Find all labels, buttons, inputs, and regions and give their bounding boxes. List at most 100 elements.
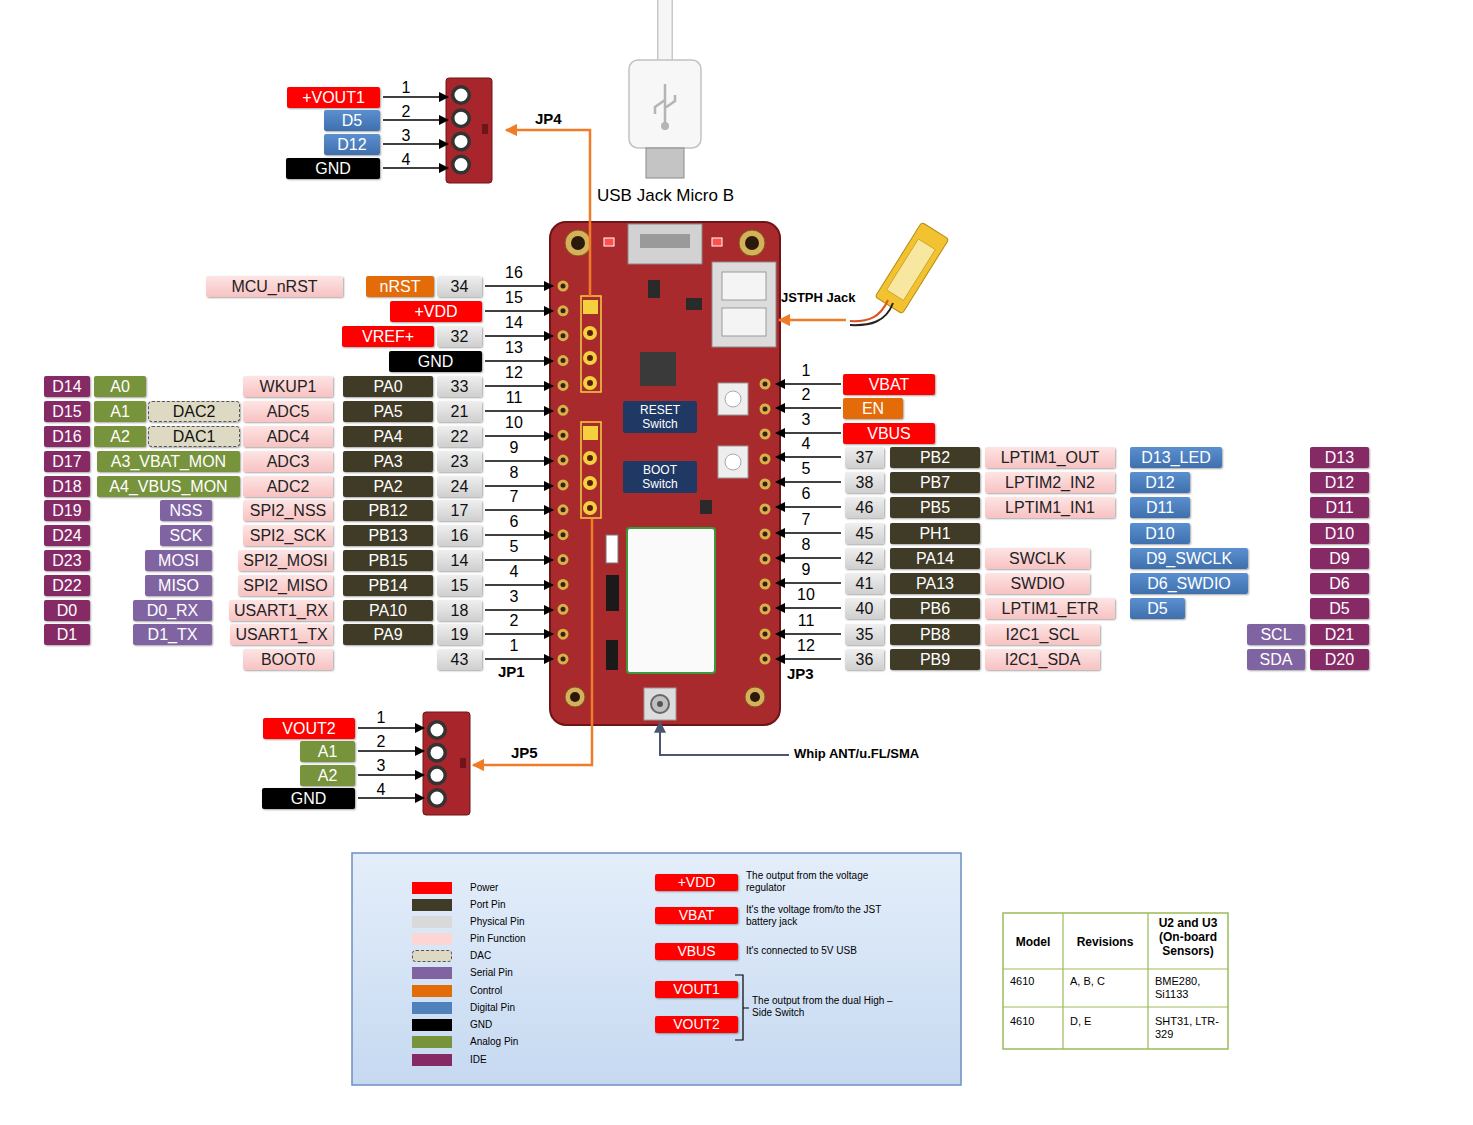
port-pin-label: PA5 <box>343 401 433 422</box>
port-pin-label: PB14 <box>343 575 433 596</box>
pin-label-text: D1 <box>57 625 77 644</box>
pin-arrow <box>485 633 553 635</box>
pin-label-text: D13_LED <box>1141 448 1210 467</box>
ide-pin-label: D19 <box>44 500 90 521</box>
table-cell: 4610 <box>1010 1015 1034 1028</box>
physical-pin-label: 43 <box>437 649 482 670</box>
usb-plug <box>629 60 701 148</box>
pin-number: 11 <box>506 389 523 407</box>
push-button <box>718 383 748 415</box>
pin-number: 4 <box>802 435 811 453</box>
pin-label-text: VREF+ <box>362 327 414 346</box>
port-pin-label: PA0 <box>343 376 433 397</box>
ide-pin-label: D12 <box>1310 472 1369 493</box>
chip <box>640 352 676 386</box>
pin-label-text: D10 <box>1145 524 1174 543</box>
pin-number: 2 <box>377 733 386 751</box>
pin-label-text: PA3 <box>373 452 402 471</box>
ide-pin-label: D10 <box>1310 523 1369 544</box>
pin-label-text: SWCLK <box>1009 549 1066 568</box>
pin-function-label: LPTIM1_ETR <box>985 598 1115 619</box>
pin-number: 1 <box>802 362 811 380</box>
pin-arrow <box>485 609 553 611</box>
analog-pin-label: A3_VBAT_MON <box>97 451 240 472</box>
ide-pin-label: D1 <box>44 624 90 645</box>
pin-arrow <box>485 485 553 487</box>
serial-pin-label: D1_TX <box>133 624 212 645</box>
control-pin-label: nRST <box>366 276 434 297</box>
pin-number: 11 <box>798 612 815 630</box>
pin-arrow <box>776 456 841 458</box>
power-pin-label: +VDD <box>655 874 738 891</box>
legend-text: Control <box>470 985 502 997</box>
jp4-arrow <box>506 130 590 296</box>
pin-arrow <box>776 432 841 434</box>
pin-label-text: LPTIM1_IN1 <box>1005 498 1095 517</box>
pin-label-text: PB6 <box>920 599 950 618</box>
physical-pin-label: 34 <box>437 276 482 297</box>
pin-label-text: GND <box>291 789 327 808</box>
legend-text: DAC <box>470 950 491 962</box>
usb-cable <box>659 0 672 64</box>
dac-pin-label: DAC2 <box>148 401 240 422</box>
pin-label-text: VBUS <box>677 942 715 961</box>
antenna-connector <box>644 688 676 720</box>
pin-arrow <box>485 559 553 561</box>
pin-label-text: GND <box>315 159 351 178</box>
pad <box>587 458 593 509</box>
legend-swatch <box>412 1036 452 1048</box>
pin-label-text: VOUT2 <box>673 1015 720 1034</box>
mounting-hole <box>750 692 760 702</box>
pin-label-text: D11 <box>1325 498 1353 517</box>
jp4-connector <box>446 78 492 183</box>
jp4-footprint <box>581 296 601 392</box>
physical-pin-label: 16 <box>437 525 482 546</box>
chip <box>648 280 660 298</box>
pin-number: 9 <box>510 439 519 457</box>
pin-label-text: MCU_nRST <box>231 277 317 296</box>
table-cell: A, B, C <box>1070 975 1105 988</box>
legend-text: Physical Pin <box>470 916 524 928</box>
legend-note: It's connected to 5V USB <box>746 945 857 957</box>
pin-label-text: 14 <box>451 551 469 570</box>
jp5-connector <box>460 758 466 768</box>
legend-panel <box>352 853 961 1085</box>
pin-number: 16 <box>505 264 523 282</box>
pin-function-label: MCU_nRST <box>206 276 343 297</box>
power-pin-label: VBAT <box>843 374 935 395</box>
ide-pin-label: D24 <box>44 525 90 546</box>
pin-number: 7 <box>802 511 811 529</box>
pin-label-text: 45 <box>856 524 874 543</box>
ide-pin-label: D22 <box>44 575 90 596</box>
pin-label-text: D0 <box>57 601 77 620</box>
pin-label-text: 41 <box>856 574 874 593</box>
pin-label-text: ADC4 <box>267 427 310 446</box>
pin-label-text: VOUT2 <box>282 719 335 738</box>
ground-pin-label: GND <box>389 351 482 372</box>
ide-pin-label: D23 <box>44 550 90 571</box>
power-pin-label: VOUT2 <box>655 1016 738 1033</box>
pin-arrow <box>383 167 448 169</box>
pcb-board <box>550 222 780 725</box>
pin-label-text: D18 <box>52 477 81 496</box>
legend-swatch <box>412 950 452 962</box>
table-cell: D, E <box>1070 1015 1091 1028</box>
pin-label-text: D0_RX <box>147 601 199 620</box>
analog-pin-label: A1 <box>300 741 355 762</box>
pin-arrow <box>485 534 553 536</box>
serial-pin-label: NSS <box>160 500 212 521</box>
component <box>606 575 619 611</box>
port-pin-label: PB12 <box>343 500 433 521</box>
ide-pin-label: D13 <box>1310 447 1369 468</box>
pin-label-text: PB7 <box>920 473 950 492</box>
pin-arrow <box>485 285 553 287</box>
port-pin-label: PB13 <box>343 525 433 546</box>
pin-label-text: A0 <box>110 377 130 396</box>
ide-pin-label: D6 <box>1310 573 1369 594</box>
pin-label-text: VOUT1 <box>673 980 720 999</box>
pin-number: 9 <box>802 561 811 579</box>
legend-swatch <box>412 1002 452 1014</box>
antenna-connector <box>657 701 663 707</box>
pin-label-text: SPI2_MOSI <box>243 551 327 570</box>
pin-arrow <box>776 582 841 584</box>
